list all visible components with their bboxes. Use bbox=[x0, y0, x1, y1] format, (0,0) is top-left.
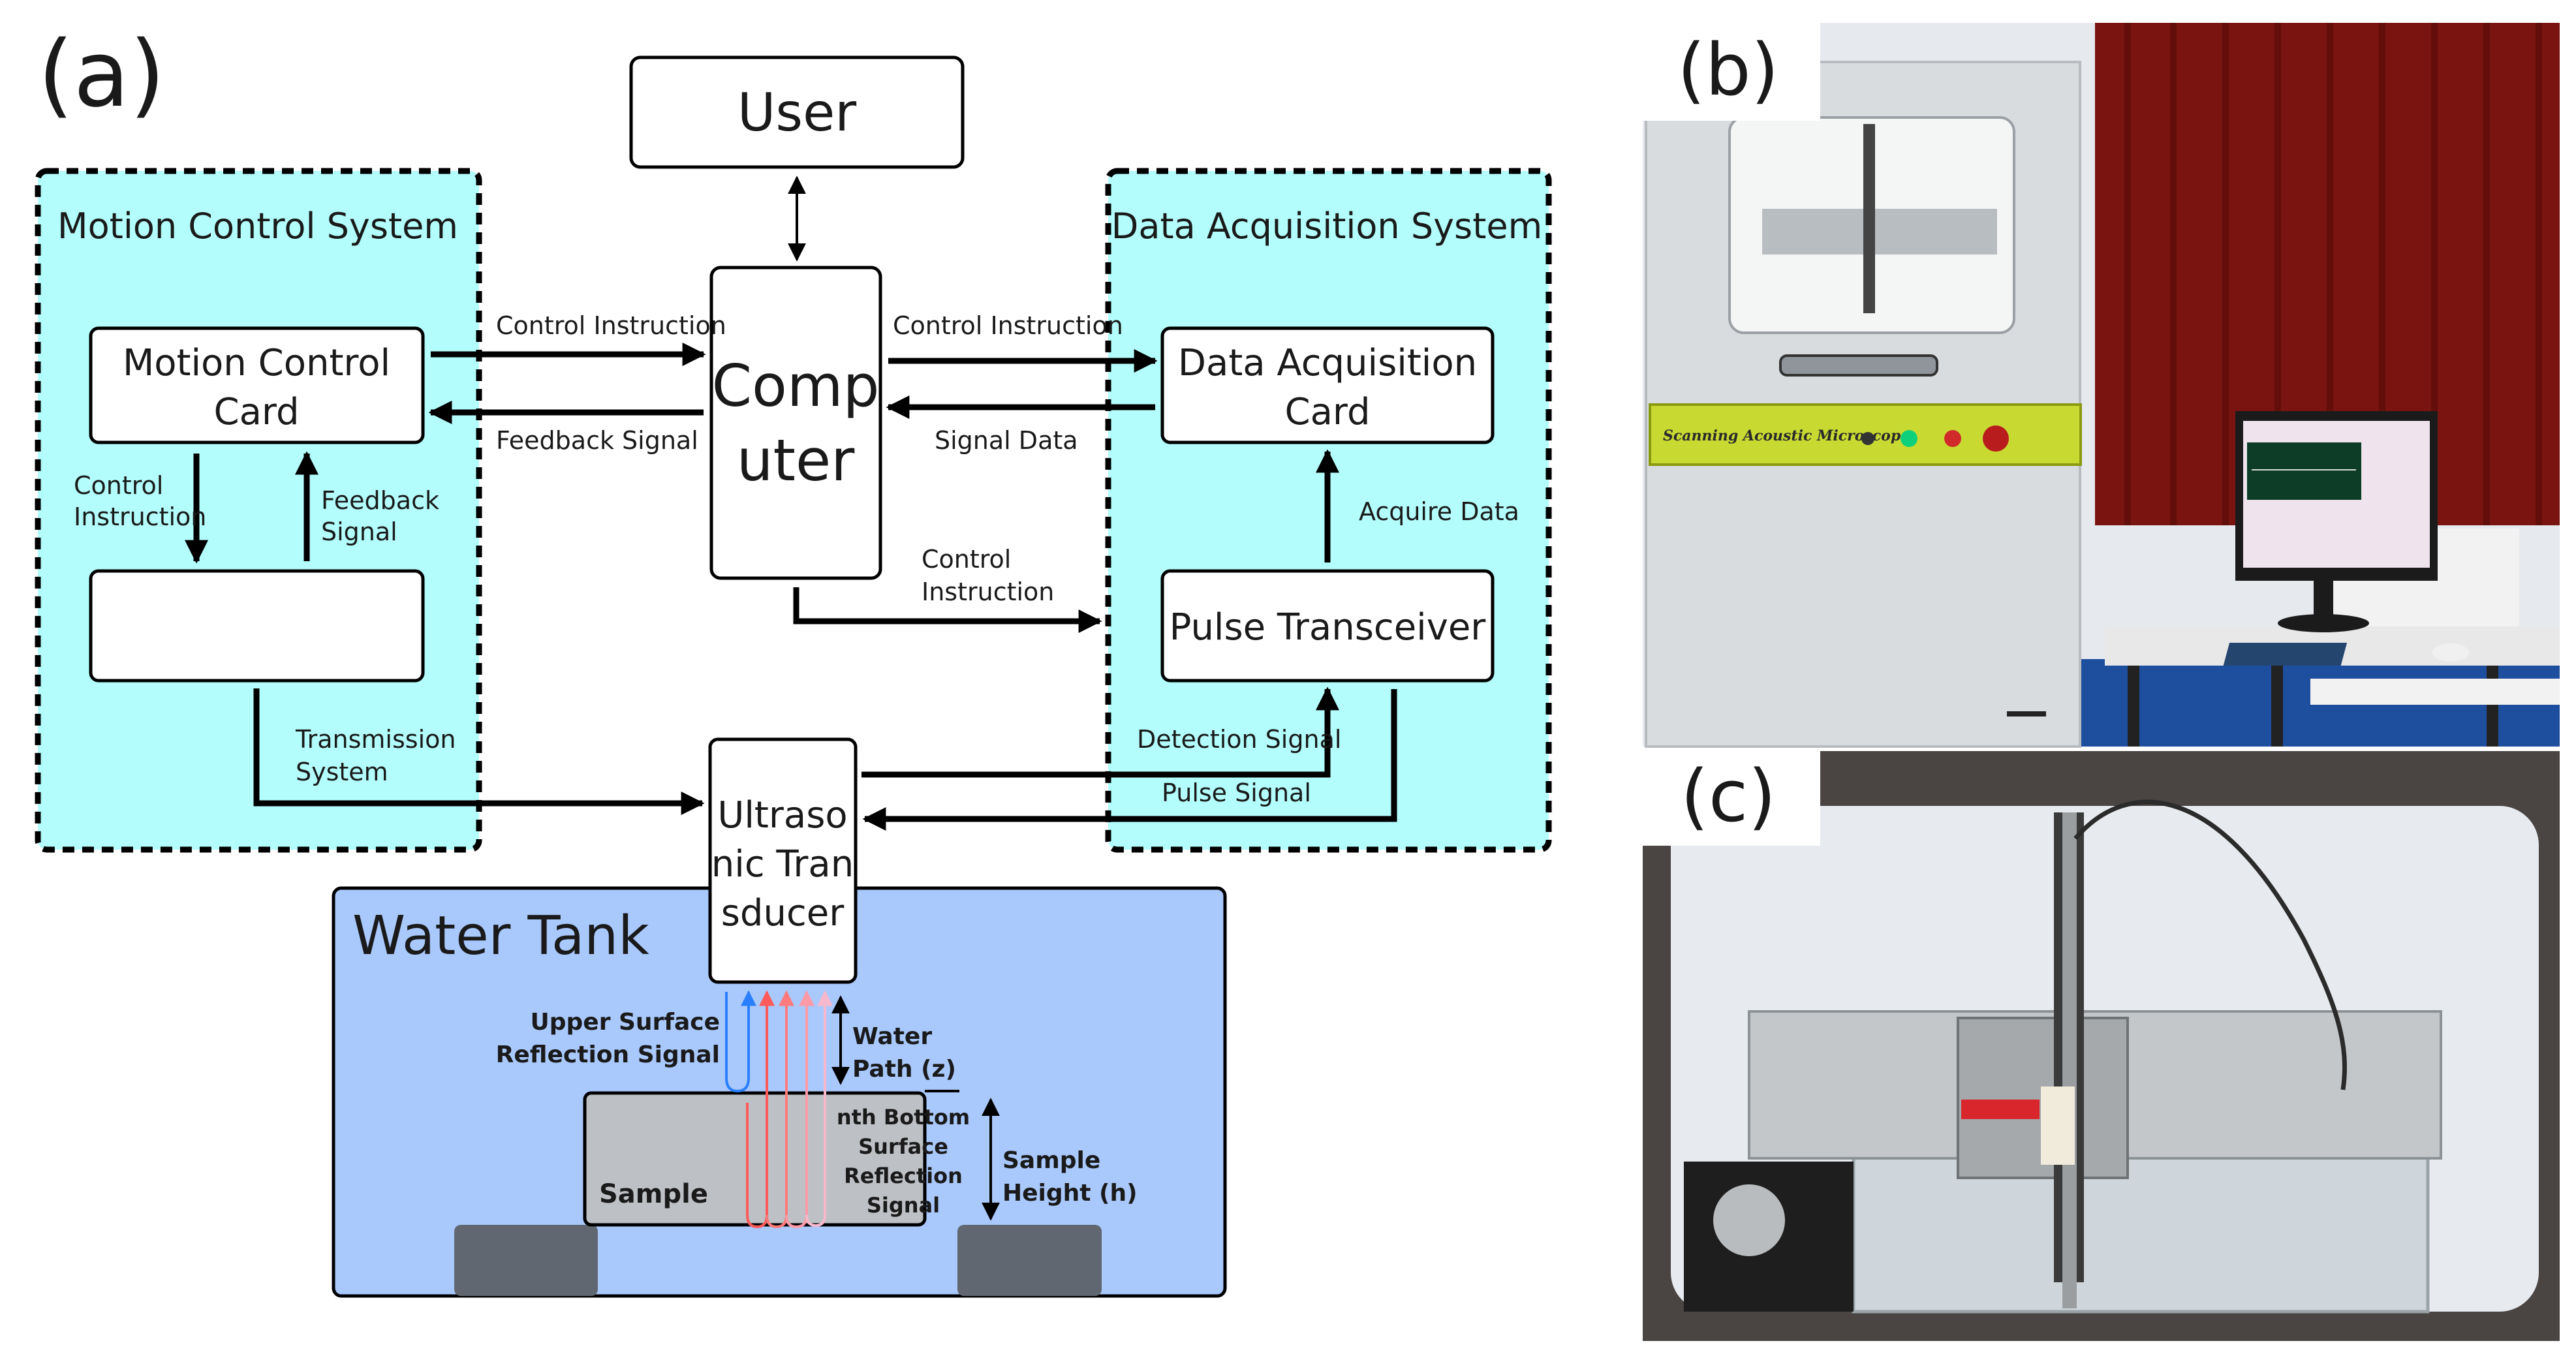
transducer-label-line2: nic Tran bbox=[711, 843, 854, 886]
sample-height-label-line1: Sample bbox=[1002, 1147, 1100, 1174]
bottom-reflection-label-line1: nth Bottom bbox=[837, 1105, 970, 1130]
computer-to-pulse-label-line2: Instruction bbox=[922, 578, 1054, 606]
computer-to-daq-label: Control Instruction bbox=[893, 311, 1123, 340]
transmission-system-arrow bbox=[253, 688, 705, 815]
water-path-label-line1: Water bbox=[852, 1023, 932, 1050]
sample-height-label-line2: Height (h) bbox=[1002, 1180, 1138, 1207]
sample-support-right bbox=[957, 1225, 1102, 1296]
user-node: User bbox=[629, 55, 965, 169]
panel-b-photo: Scanning Acoustic Microscope (b) bbox=[1643, 23, 2560, 748]
transducer-label-line1: Ultraso bbox=[717, 794, 847, 837]
data-acquisition-system-title: Data Acquisition System bbox=[1111, 206, 1542, 247]
upper-reflection-label-line1: Upper Surface bbox=[531, 1009, 721, 1036]
glass-tank bbox=[1852, 1153, 2430, 1314]
ultrasonic-transducer-node: Ultraso nic Tran sducer bbox=[708, 737, 858, 984]
computer-to-mcc-label: Feedback Signal bbox=[496, 426, 698, 455]
motor-node bbox=[89, 569, 425, 683]
computer-label-line2: uter bbox=[737, 427, 855, 494]
sample-label: Sample bbox=[599, 1179, 708, 1209]
upper-reflection-label-line2: Reflection Signal bbox=[496, 1041, 720, 1068]
feedback-signal-label-line2: Signal bbox=[321, 517, 397, 546]
panel-a-label: (a) bbox=[38, 22, 165, 128]
computer-node: Comp uter bbox=[709, 266, 882, 580]
panel-a: (a) Motion Control System Data Acquisiti… bbox=[35, 22, 1552, 1298]
daq-card-label-line1: Data Acquisition bbox=[1178, 342, 1477, 384]
water-tank: Water Tank Sample Upper Surface Reflecti… bbox=[332, 886, 1227, 1298]
pulse-transceiver-label: Pulse Transceiver bbox=[1170, 606, 1487, 649]
feedback-signal-label-line1: Feedback bbox=[321, 486, 439, 515]
bottom-reflection-label-line2: Surface bbox=[858, 1134, 948, 1159]
computer-to-pulse-label-line1: Control bbox=[922, 545, 1011, 574]
acquire-data-label: Acquire Data bbox=[1359, 497, 1519, 526]
transducer-label-line3: sducer bbox=[721, 892, 845, 934]
sample-block bbox=[583, 1091, 927, 1227]
pulse-transceiver-node: Pulse Transceiver bbox=[1160, 569, 1495, 683]
user-label: User bbox=[737, 82, 856, 143]
panel-b-label: (b) bbox=[1677, 28, 1779, 112]
mcc-to-computer-label: Control Instruction bbox=[496, 311, 726, 340]
bottom-reflection-signal-4 bbox=[805, 990, 833, 1227]
transmission-system-label-line2: System bbox=[296, 758, 388, 786]
motion-control-card-node: Motion Control Card bbox=[89, 326, 425, 444]
panel-c-label: (c) bbox=[1681, 754, 1776, 838]
daq-to-computer-label: Signal Data bbox=[935, 426, 1078, 455]
control-instruction-label-line1: Control bbox=[74, 471, 163, 500]
detection-signal-label: Detection Signal bbox=[1137, 725, 1341, 754]
pulse-signal-arrow bbox=[862, 689, 1397, 831]
data-acquisition-card-node: Data Acquisition Card bbox=[1160, 326, 1495, 444]
daq-card-label-line2: Card bbox=[1284, 391, 1370, 433]
computer-to-pulse-arrow bbox=[793, 587, 1102, 633]
panel-c-photo: (c) bbox=[1643, 751, 2560, 1341]
upper-surface-reflection-signal bbox=[725, 990, 756, 1093]
control-instruction-label-line2: Instruction bbox=[74, 502, 206, 531]
motion-control-system-title: Motion Control System bbox=[57, 206, 458, 247]
motion-control-card-label-line2: Card bbox=[213, 391, 299, 433]
pulse-signal-label: Pulse Signal bbox=[1162, 778, 1311, 807]
water-tank-title: Water Tank bbox=[352, 905, 649, 967]
water-path-label-line2: Path (z) bbox=[852, 1056, 956, 1083]
detection-signal-arrow bbox=[861, 686, 1339, 778]
bottom-reflection-label-line3: Reflection bbox=[844, 1163, 963, 1188]
sample-support-left bbox=[454, 1225, 598, 1296]
computer-label-line1: Comp bbox=[712, 352, 880, 420]
bottom-reflection-label-line4: Signal bbox=[867, 1193, 940, 1218]
motion-control-card-label-line1: Motion Control bbox=[123, 342, 390, 384]
transmission-system-label-line1: Transmission bbox=[295, 725, 456, 754]
